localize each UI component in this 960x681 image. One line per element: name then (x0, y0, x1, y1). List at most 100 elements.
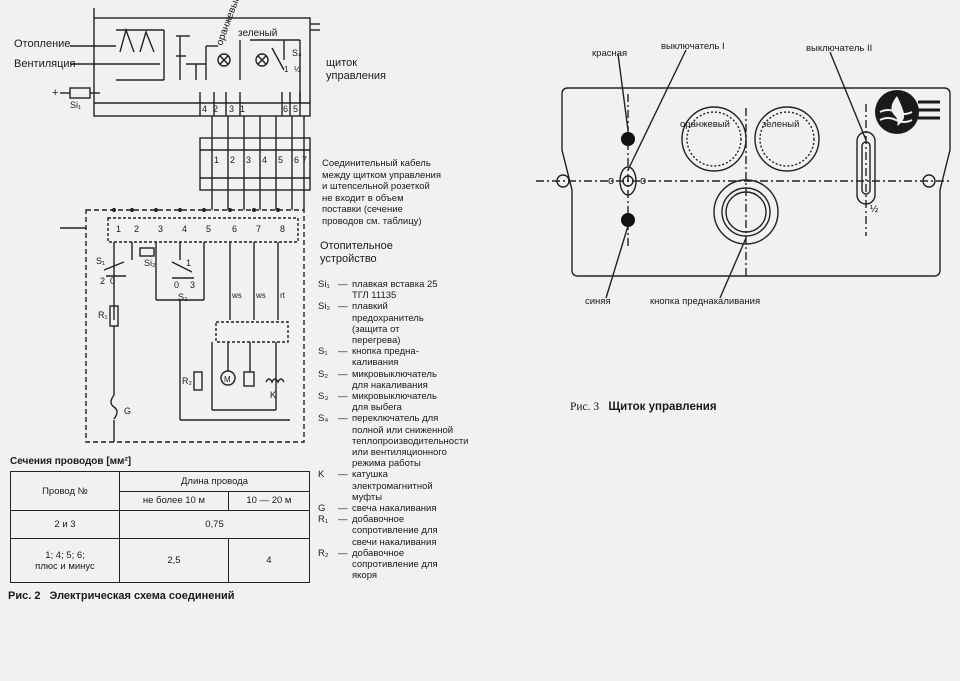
label-blue: синяя (585, 296, 611, 307)
low-term-8: 8 (280, 224, 285, 234)
label-s1: S₁ (96, 256, 105, 266)
row2-wire-b: плюс и минус (35, 560, 95, 572)
legend-dash: — (338, 547, 348, 559)
row1-value: 0,75 (119, 510, 310, 539)
mid-term-3: 3 (246, 155, 251, 165)
legend-key: S₁ (318, 346, 328, 358)
label-rt: rt (280, 291, 286, 300)
legend-text: микровыключатель для накаливания (352, 368, 437, 391)
legend-dash: — (338, 469, 348, 481)
legend-dash: — (338, 346, 348, 358)
flame-logo (875, 90, 940, 134)
legend-row: R₂ — добавочное сопротивление для якоря (318, 548, 448, 582)
legend-row: Si₁—плавкая вставка 25 ТГЛ 11135 (318, 279, 448, 301)
legend-text: переключатель для полной или сниженной т… (352, 413, 469, 470)
low-term-3: 3 (158, 224, 163, 234)
col-10-20: 10 — 20 м (227, 490, 311, 511)
low-term-1: 1 (116, 224, 121, 234)
label-half: ½ (870, 204, 879, 215)
label-red: красная (592, 48, 627, 59)
top-term-3: 3 (229, 104, 234, 114)
panel-box (93, 17, 311, 117)
label-orange: оранжевый (680, 119, 730, 130)
legend-text: добавочное сопротивление для якоря (352, 547, 438, 582)
low-term-7: 7 (256, 224, 261, 234)
fig3-number: Рис. 3 (570, 401, 600, 413)
contact-0b: 0 (174, 280, 179, 290)
label-green: зеленый (762, 119, 799, 130)
legend-dash: — (338, 391, 348, 403)
label-si2: Si₂ (144, 258, 156, 268)
connector-cable (199, 137, 311, 191)
top-term-6: 6 (283, 104, 288, 114)
col-le10: не более 10 м (119, 490, 229, 511)
low-term-2: 2 (134, 224, 139, 234)
mid-term-2: 2 (230, 155, 235, 165)
legend-text: кнопка предна­каливания (352, 346, 419, 369)
label-g: G (124, 406, 131, 416)
label-o2: o (640, 175, 646, 187)
legend-key: Si₂ (318, 301, 331, 313)
label-si1: Si₁ (70, 100, 81, 110)
red-lamp (621, 132, 635, 146)
label-ventilation: Вентиляция (14, 58, 76, 70)
low-term-5: 5 (206, 224, 211, 234)
label-o1: o (608, 175, 614, 187)
mid-term-1: 1 (214, 155, 219, 165)
label-r2: R₂ (182, 376, 192, 386)
legend-row: Si₂ — плавкий предохранитель (защита от пе… (318, 301, 448, 346)
row1-wire: 2 и 3 (10, 510, 120, 539)
low-term-6: 6 (232, 224, 237, 234)
fig2-title: Электрическая схема соединений (49, 590, 235, 602)
contact-0a: 0 (110, 276, 115, 286)
row2-wire: 1; 4; 5; 6;плюс и минус (10, 538, 120, 583)
blue-lamp (621, 213, 635, 227)
label-k: K (270, 390, 276, 400)
top-term-4: 4 (202, 104, 207, 114)
legend-dash: — (338, 514, 348, 526)
contact-2: 2 (100, 276, 105, 286)
legend-row: S₁ — кнопка предна­каливания (318, 346, 448, 368)
top-term-5: 5 (293, 104, 298, 114)
label-s4-half: ½ (294, 65, 301, 74)
legend-row: K—катушка электромагнитной муфты (318, 469, 448, 503)
legend-row: S₂—микровыключатель для накаливания (318, 369, 448, 391)
legend-dash: — (338, 503, 348, 515)
table-title: Сечения проводов [мм²] (10, 456, 132, 467)
legend-text: свеча накаливания (352, 503, 437, 515)
fig3-title: Щиток управления (608, 401, 717, 413)
legend-text: плавкий предохранитель (защита от перегр… (352, 301, 424, 347)
legend-row: R₁ — добавочное сопротивление для свечи на… (318, 514, 448, 548)
contact-3: 3 (190, 280, 195, 290)
legend-key: R₂ (318, 547, 329, 559)
label-preheat-button: кнопка преднакаливания (650, 296, 760, 307)
label-switch1: выключатель I (661, 41, 725, 52)
label-heater: Отопительное устройство (320, 240, 393, 265)
fig2-number: Рис. 2 (8, 590, 41, 602)
legend-text: добавочное сопротивление для свечи накал… (352, 514, 438, 548)
wire-section-table: Провод № Длина провода не более 10 м 10 … (10, 471, 311, 583)
legend-dash: — (338, 413, 348, 425)
control-panel-drawing (536, 49, 952, 299)
label-green-lamp: зеленый (238, 28, 277, 39)
col-length: Длина провода (119, 471, 310, 492)
mid-term-5: 5 (278, 155, 283, 165)
row2-wire-a: 1; 4; 5; 6; (45, 549, 85, 561)
legend-key: G (318, 503, 326, 515)
legend-text: микровыключатель для выбега (352, 391, 437, 414)
label-orange-lamp: оранжевый (214, 0, 242, 47)
top-term-2: 2 (213, 104, 218, 114)
legend-key: R₁ (318, 514, 329, 526)
label-r1: R₁ (98, 310, 108, 320)
mid-term-7: 7 (302, 155, 307, 165)
legend-dash: — (338, 368, 348, 380)
contact-1: 1 (186, 258, 191, 268)
row2-10-20: 4 (227, 538, 311, 583)
label-switch2: выключатель II (806, 43, 872, 54)
legend-text: катушка электромагнитной муфты (352, 469, 433, 503)
legend-dash: — (338, 301, 348, 313)
fig3-caption: Рис. 3 Щиток управления (570, 401, 717, 413)
